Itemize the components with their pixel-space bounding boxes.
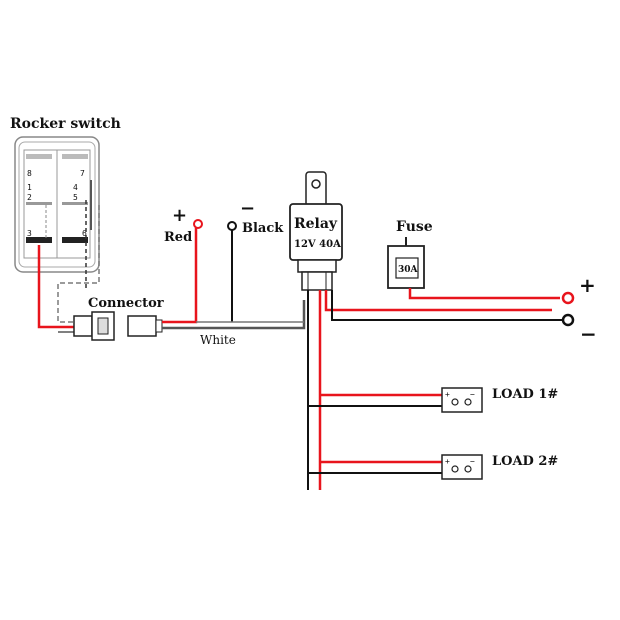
fuse-rating: 30A (398, 265, 419, 275)
switch-pin-6: 6 (82, 229, 87, 238)
switch-pin-4: 4 (73, 183, 78, 192)
relay (289, 171, 343, 291)
fuse-label: Fuse (396, 219, 433, 235)
switch-pin-3: 3 (27, 229, 32, 238)
load-2 (441, 454, 483, 480)
black-wire-label: Black (242, 221, 284, 236)
load-2-label: LOAD 2# (492, 454, 558, 469)
switch-pin-8: 8 (27, 169, 32, 178)
relay-output-wires (307, 290, 562, 490)
red-wire-label: Red (164, 230, 192, 245)
connector-label: Connector (88, 296, 164, 311)
plus-sign-red: + (172, 205, 187, 226)
switch-pin-2: 2 (27, 193, 32, 202)
minus-sign-black: − (240, 198, 255, 219)
switch-pin-5: 5 (73, 193, 78, 202)
load-2-plus-terminal: + (445, 457, 450, 466)
load-1-label: LOAD 1# (492, 387, 558, 402)
white-wire-label: White (200, 333, 236, 347)
switch-pin-1: 1 (27, 183, 32, 192)
rocker-switch-label: Rocker switch (10, 116, 121, 132)
battery-terminals (561, 291, 575, 327)
switch-pin-7: 7 (80, 169, 85, 178)
relay-rating: 12V 40A (294, 239, 341, 250)
load-1-plus-terminal: + (445, 390, 450, 399)
connector (73, 311, 163, 341)
relay-label: Relay (294, 216, 338, 232)
battery-plus-sign: + (579, 273, 596, 297)
fuse (387, 237, 560, 300)
load-1-minus-terminal: − (470, 390, 475, 399)
load-1 (441, 387, 483, 413)
switch-wires (37, 180, 100, 333)
rocker-switch: 8 7 1 4 2 5 3 6 (14, 136, 100, 273)
battery-minus-sign: − (580, 322, 597, 346)
input-wires (162, 219, 306, 330)
load-2-minus-terminal: − (470, 457, 475, 466)
